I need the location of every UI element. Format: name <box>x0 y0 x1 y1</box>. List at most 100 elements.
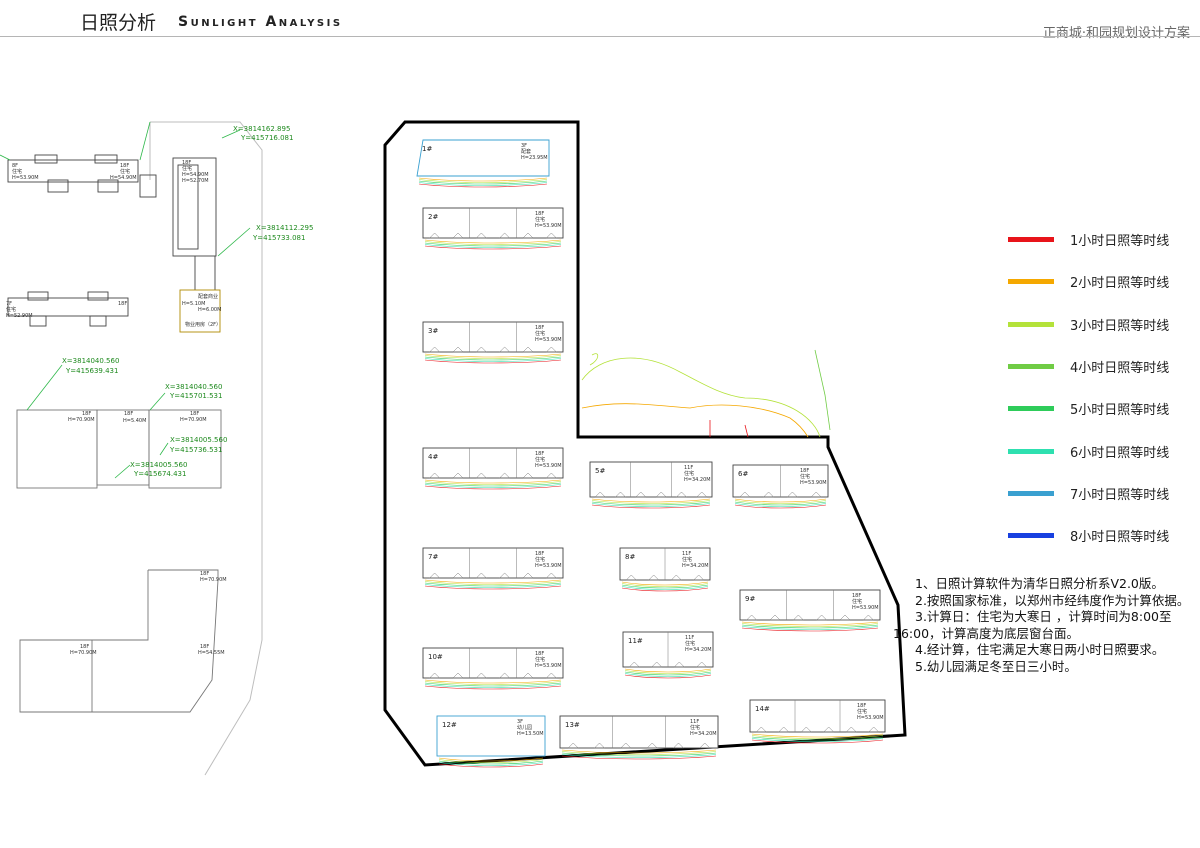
grid-c-h: H=70.90M <box>68 417 95 423</box>
legend-swatch <box>1008 448 1054 454</box>
grid-a-floor: 18F <box>82 411 91 417</box>
coord-1-y: Y=415716.081 <box>240 134 293 142</box>
l2-floor-right: 18F <box>118 301 127 307</box>
coord-5-y: Y=415736.531 <box>169 446 222 454</box>
grid-b-floor: 18F <box>124 411 133 417</box>
note-4: 4.经计算，住宅满足大寒日两小时日照要求。 <box>915 642 1165 658</box>
legend-item: 3小时日照等时线 <box>1008 314 1198 334</box>
building-info1: 18F <box>857 703 866 709</box>
legend-label: 8小时日照等时线 <box>1070 530 1170 546</box>
building-info3: H=34.20M <box>682 563 709 569</box>
building-info3: H=53.90M <box>535 663 562 669</box>
legend-swatch <box>1008 533 1054 539</box>
coord-4-y: Y=415701.531 <box>169 392 222 400</box>
building-label: 10# <box>428 653 443 661</box>
building-label: 6# <box>738 470 748 478</box>
legend-swatch <box>1008 490 1054 496</box>
building-label: 1# <box>422 145 432 153</box>
coord-1-x: X=3814162.895 <box>233 125 290 133</box>
l2-use: 住宅 <box>6 306 16 313</box>
legend-swatch <box>1008 321 1054 327</box>
road-outline <box>149 121 263 776</box>
note-3: 3.计算日：住宅为大寒日 ，计算时间为8:00至16:00，计算高度为底层窗台面… <box>893 609 1172 641</box>
v-h: H=54.90M <box>182 172 209 178</box>
legend-swatch <box>1008 279 1054 285</box>
page-title: 日照分析 <box>80 12 157 34</box>
legend-swatch <box>1008 406 1054 412</box>
grid-a-h: H=5.40M <box>123 418 146 424</box>
building-info2: 住宅 <box>535 330 545 337</box>
low-b-h: H=70.90M <box>70 650 97 656</box>
small-h2: H=6.00M <box>198 307 221 313</box>
building-label: 7# <box>428 553 438 561</box>
building-info3: H=53.90M <box>535 463 562 469</box>
building-info3: H=34.20M <box>685 647 712 653</box>
building-info3: H=53.90M <box>800 480 827 486</box>
small-use: 配套商业 <box>198 293 218 300</box>
low-b-floor: 18F <box>80 644 89 650</box>
building-info1: 11F <box>684 465 693 471</box>
coord-leaders <box>0 121 251 479</box>
building-info1: 18F <box>852 593 861 599</box>
building-label: 5# <box>595 467 605 475</box>
surrounding-labels: 8F 住宅 H=53.90M 18F 住宅 H=54.90M 18F 住宅 H=… <box>6 160 227 656</box>
building-info3: H=53.90M <box>535 223 562 229</box>
site-boundary <box>383 120 907 767</box>
building-info1: 3F <box>517 719 523 725</box>
building-info3: H=34.20M <box>690 731 717 737</box>
sunlight-contours-center <box>581 349 831 438</box>
coord-3-y: Y=415639.431 <box>65 367 118 375</box>
note-5: 5.幼儿园满足冬至日三小时。 <box>915 658 1077 674</box>
building-info1: 18F <box>535 211 544 217</box>
building-info2: 住宅 <box>800 473 810 480</box>
legend-label: 1小时日照等时线 <box>1070 234 1170 249</box>
t-right-floor: 18F <box>120 163 129 169</box>
building-label: 3# <box>428 327 438 335</box>
building-info3: H=53.90M <box>857 715 884 721</box>
coord-2-y: Y=415733.081 <box>252 234 305 242</box>
building-info2: 住宅 <box>852 598 862 605</box>
building-info1: 18F <box>535 551 544 557</box>
building-label: 14# <box>755 705 770 713</box>
building-info2: 住宅 <box>535 656 545 663</box>
coord-labels: X=3814162.895 Y=415716.081 X=3814112.295… <box>62 125 313 478</box>
t-left-floor: 8F <box>12 163 18 169</box>
legend-label: 6小时日照等时线 <box>1070 445 1170 461</box>
small-h1: H=5.10M <box>182 301 205 307</box>
legend-item: 4小时日照等时线 <box>1008 356 1198 376</box>
legend-item: 7小时日照等时线 <box>1008 483 1198 503</box>
legend-item: 6小时日照等时线 <box>1008 441 1198 461</box>
header-divider <box>0 36 1200 37</box>
building-info1: 11F <box>685 635 694 641</box>
t-right-h: H=54.90M <box>110 175 137 181</box>
low-a-h: H=70.90M <box>200 577 227 583</box>
building-info2: 住宅 <box>535 556 545 563</box>
building-info3: H=34.20M <box>684 477 711 483</box>
building-label: 11# <box>628 637 643 645</box>
legend-item: 1小时日照等时线 <box>1008 229 1198 249</box>
building-info1: 3F <box>521 143 527 149</box>
building-info2: 住宅 <box>535 216 545 223</box>
grid-b-h: H=70.90M <box>180 417 207 423</box>
legend-item: 8小时日照等时线 <box>1008 525 1198 545</box>
coord-5-x: X=3814005.560 <box>170 436 227 444</box>
building-info2: 住宅 <box>685 640 695 647</box>
legend-label: 2小时日照等时线 <box>1070 276 1170 292</box>
building-label: 4# <box>428 453 438 461</box>
building-info1: 18F <box>535 325 544 331</box>
legend-swatch <box>1008 237 1054 242</box>
v-h2: H=52.70M <box>182 178 209 184</box>
building-info1: 18F <box>800 468 809 474</box>
v-floor: 18F <box>182 160 191 166</box>
building-info1: 18F <box>535 651 544 657</box>
building-info2: 配套 <box>521 148 531 155</box>
project-name: 正商城·和园规划设计方案 <box>1042 26 1190 41</box>
